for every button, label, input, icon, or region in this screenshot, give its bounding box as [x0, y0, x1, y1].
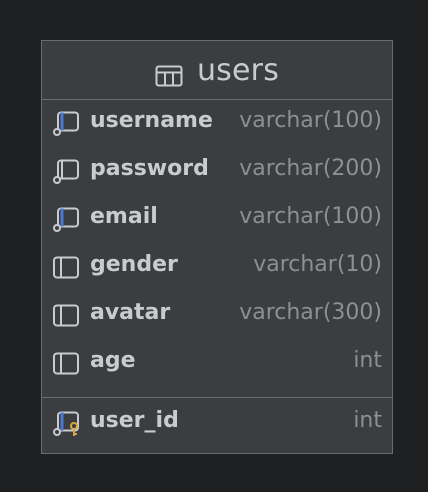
- column-type: varchar(300): [239, 300, 382, 325]
- table-title: users: [196, 52, 280, 88]
- column-row-password[interactable]: password varchar(200): [42, 147, 392, 195]
- table-card-users[interactable]: users username varchar(100) p: [41, 40, 393, 454]
- column-fk-icon: [52, 159, 80, 185]
- column-row-age[interactable]: age int: [42, 339, 392, 387]
- key-column-list: user_id int: [42, 399, 392, 447]
- column-type: int: [353, 408, 382, 433]
- column-name: email: [90, 204, 158, 229]
- column-name: gender: [90, 252, 178, 277]
- column-type: int: [353, 348, 382, 373]
- column-type: varchar(10): [253, 252, 382, 277]
- key-divider: [42, 397, 392, 398]
- column-name: user_id: [90, 408, 179, 433]
- column-row-user-id[interactable]: user_id int: [42, 399, 392, 447]
- column-type: varchar(100): [239, 204, 382, 229]
- column-row-gender[interactable]: gender varchar(10): [42, 243, 392, 291]
- column-icon: [52, 351, 80, 377]
- primary-key-icon: [52, 411, 80, 437]
- column-list: username varchar(100) password varchar(2…: [42, 99, 392, 387]
- column-fk-icon: [52, 111, 80, 137]
- table-icon: [155, 60, 183, 87]
- column-type: varchar(200): [239, 156, 382, 181]
- column-name: age: [90, 348, 136, 373]
- table-header[interactable]: users: [42, 41, 392, 100]
- column-name: password: [90, 156, 209, 181]
- column-row-email[interactable]: email varchar(100): [42, 195, 392, 243]
- column-row-username[interactable]: username varchar(100): [42, 99, 392, 147]
- column-type: varchar(100): [239, 108, 382, 133]
- column-name: username: [90, 108, 213, 133]
- column-name: avatar: [90, 300, 171, 325]
- column-row-avatar[interactable]: avatar varchar(300): [42, 291, 392, 339]
- column-fk-icon: [52, 207, 80, 233]
- column-icon: [52, 255, 80, 281]
- column-icon: [52, 303, 80, 329]
